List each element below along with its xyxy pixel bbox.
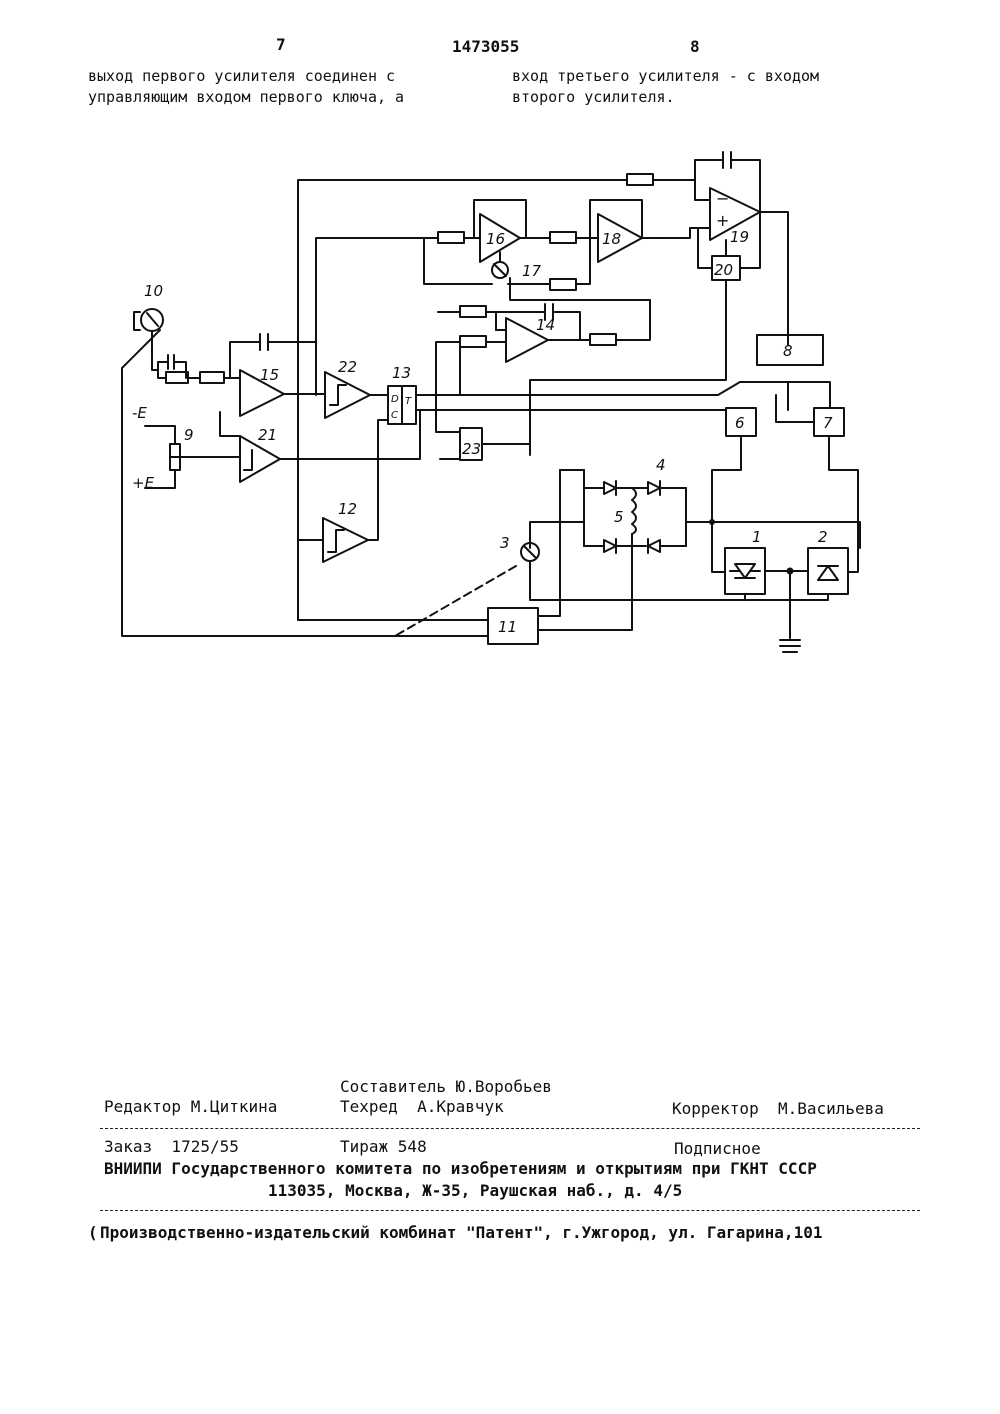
block-8: [756, 334, 824, 366]
label-16: 16: [486, 230, 505, 248]
label-11: 11: [498, 618, 517, 636]
left-column-line-2: управляющим входом первого ключа, а: [88, 88, 405, 106]
label-19: 19: [730, 228, 749, 246]
label-3: 3: [500, 534, 510, 552]
amplifier-14: [505, 317, 549, 363]
label-21: 21: [258, 426, 277, 444]
footer-corrector: Корректор М.Васильева: [672, 1099, 884, 1118]
amplifier-15: [239, 369, 285, 417]
label-12: 12: [338, 500, 357, 518]
label-minus-e: -E: [132, 404, 147, 422]
label-2: 2: [818, 528, 828, 546]
footer-compiler: Составитель Ю.Воробьев: [340, 1077, 552, 1096]
label-14: 14: [536, 316, 555, 334]
wire-top-bus: [297, 179, 628, 621]
label-13: 13: [392, 364, 411, 382]
comparator-22: [324, 371, 371, 419]
label-8: 8: [783, 342, 793, 360]
footer-institute: ВНИИПИ Государственного комитета по изоб…: [104, 1159, 817, 1178]
footer-techred: Техред А.Кравчук: [340, 1097, 504, 1116]
resistor-r19-input: [626, 173, 654, 186]
label-22: 22: [338, 358, 357, 376]
amplifier-21: [239, 435, 281, 483]
label-plus-e: +E: [132, 474, 155, 492]
footer-order: Заказ 1725/55: [104, 1137, 239, 1156]
footer-circulation: Тираж 548: [340, 1137, 427, 1156]
label-17: 17: [522, 262, 542, 280]
page-number-left: 7: [276, 35, 286, 54]
thyristor-converter-2: [807, 547, 849, 595]
label-d: D: [391, 394, 399, 405]
amplifier-18: [597, 213, 643, 263]
label-9: 9: [184, 426, 194, 444]
label-c: C: [391, 410, 398, 421]
label-10: 10: [144, 282, 163, 300]
page-number-right: 8: [690, 37, 700, 56]
footer-address: 113035, Москва, Ж-35, Раушская наб., д. …: [268, 1181, 683, 1200]
divider-2: [100, 1210, 920, 1211]
plus-sign: +: [716, 211, 729, 230]
label-15: 15: [260, 366, 279, 384]
minus-sign: −: [716, 189, 729, 208]
label-4: 4: [656, 456, 666, 474]
reactor-coil-5: [631, 487, 637, 535]
patent-number: 1473055: [452, 37, 520, 56]
label-6: 6: [735, 414, 745, 432]
label-t: T: [405, 396, 412, 407]
circuit-diagram: − + 19 20 16 18 17 14 10: [121, 151, 861, 653]
label-5: 5: [614, 508, 624, 526]
footer-publisher-mark: (: [88, 1223, 98, 1242]
label-1: 1: [752, 528, 762, 546]
right-column-line-1: вход третьего усилителя - с входом: [512, 67, 820, 85]
footer-editor: Редактор М.Циткина: [104, 1097, 278, 1116]
block-11: [487, 607, 539, 645]
divider-1: [100, 1128, 920, 1129]
label-7: 7: [823, 414, 833, 432]
label-18: 18: [602, 230, 621, 248]
label-20: 20: [714, 261, 733, 279]
comparator-12: [322, 517, 369, 563]
left-column-line-1: выход первого усилителя соединен с: [88, 67, 396, 85]
amplifier-19: [709, 187, 761, 241]
footer-publisher: Производственно-издательский комбинат "П…: [100, 1223, 823, 1242]
amplifier-16: [479, 213, 521, 263]
label-23: 23: [462, 440, 481, 458]
footer-subscription: Подписное: [674, 1139, 761, 1158]
right-column-line-2: второго усилителя.: [512, 88, 675, 106]
